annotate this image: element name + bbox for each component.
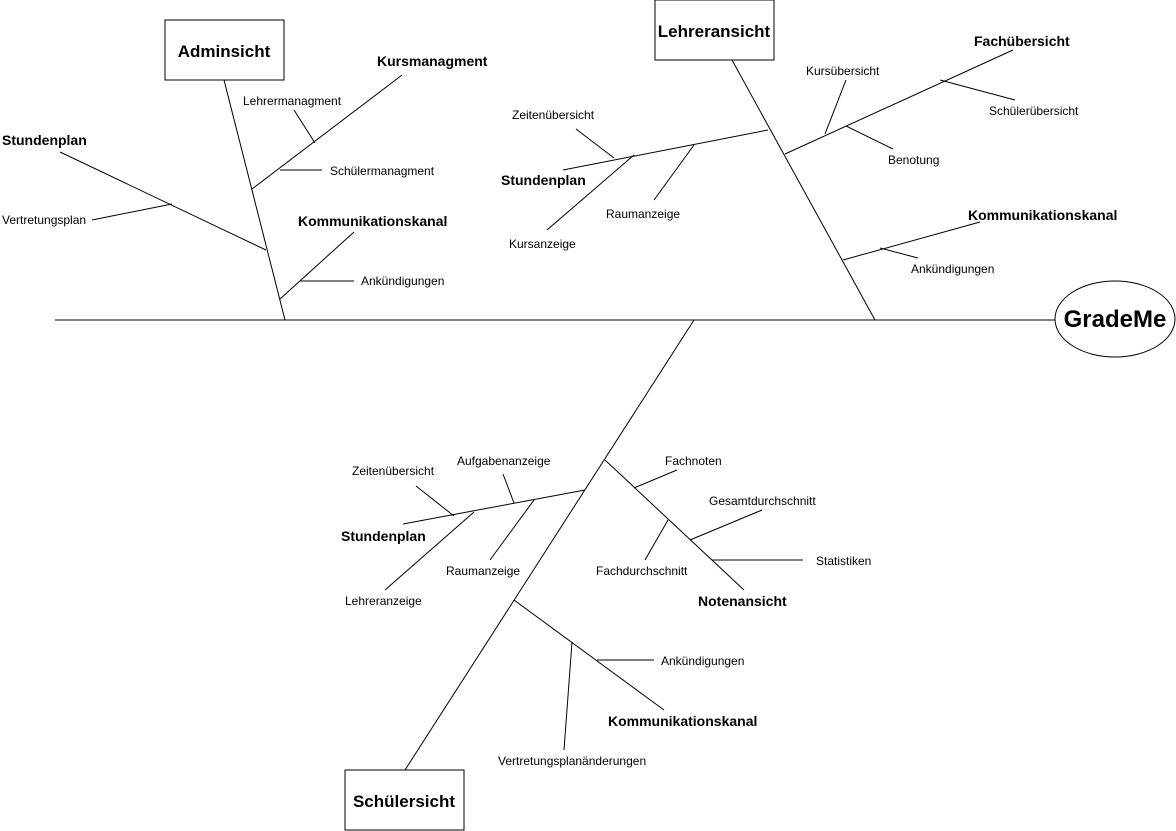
schueler-stundenplan-line [402,489,586,525]
lehrer-ankuendigungen-label: Ankündigungen [911,262,994,276]
admin-schuelermanagment-label: Schülermanagment [330,164,435,178]
lehrer-benotung-label: Benotung [888,153,939,167]
lehrer-stundenplan-line [562,129,769,171]
admin-box [164,19,285,81]
schueler-zeitenuebersicht-line [415,485,455,517]
lehrer-fachuebersicht-line [784,49,1014,155]
lehrer-bone [731,59,876,321]
lehrer-zeitenuebersicht-line [575,128,615,159]
lehrer-kursanzeige-label: Kursanzeige [509,237,576,251]
schueler-title: Schülersicht [353,792,455,811]
admin-kommunikation-line [279,231,355,300]
schueler-aufgabenanzeige-label: Aufgabenanzeige [457,454,551,468]
schueler-notenansicht-line [604,459,745,591]
head-label: GradeMe [1064,306,1167,333]
schueler-statistiken-label: Statistiken [816,554,871,568]
lehrer-kursuebersicht-label: Kursübersicht [806,64,880,78]
schueler-notenansicht-label: Notenansicht [698,593,787,609]
admin-lehrermanagment-label: Lehrermanagment [243,94,342,108]
lehrer-stundenplan-label: Stundenplan [501,172,586,188]
schueler-raumanzeige-label: Raumanzeige [446,564,520,578]
head-ellipse [1054,280,1176,358]
schueler-raumanzeige-line [489,499,535,561]
schueler-box [344,769,465,831]
lehrer-schueleruebersicht-label: Schülerübersicht [989,104,1079,118]
lehrer-kommunikation-line [842,221,981,261]
schueler-lehreranzeige-label: Lehreranzeige [345,594,422,608]
schueler-lehreranzeige-line [384,511,475,591]
lehrer-kursuebersicht-line [824,79,847,135]
schueler-stundenplan-label: Stundenplan [341,528,426,544]
admin-kommunikation-label: Kommunikationskanal [298,213,447,229]
lehrer-zeitenuebersicht-label: Zeitenübersicht [512,108,595,122]
lehrer-ankuendigungen-line [879,247,919,259]
admin-title: Adminsicht [178,42,271,61]
admin-bone [223,79,286,321]
lehrer-raumanzeige-label: Raumanzeige [606,207,680,221]
schueler-gesamtdurchschnitt-line [689,509,763,541]
lehrer-box [654,0,775,61]
admin-ankuendigungen-label: Ankündigungen [361,274,444,288]
schueler-vertretungsplanaenderungen-label: Vertretungsplanänderungen [498,754,646,768]
admin-lehrermanagment-line [293,109,316,144]
lehrer-fachuebersicht-label: Fachübersicht [974,33,1070,49]
schueler-fachnoten-line [633,469,678,489]
admin-kursmanagment-line [251,74,403,190]
lehrer-benotung-line [845,125,894,150]
admin-kursmanagment-label: Kursmanagment [377,53,488,69]
schueler-ankuendigungen-label: Ankündigungen [661,654,744,668]
schueler-fachdurchschnitt-line [644,519,669,561]
schueler-fachnoten-label: Fachnoten [665,454,722,468]
admin-stundenplan-line [59,151,267,251]
schueler-zeitenuebersicht-label: Zeitenübersicht [352,464,435,478]
admin-vertretungsplan-label: Vertretungsplan [2,213,86,227]
admin-stundenplan-label: Stundenplan [2,132,87,148]
lehrer-title: Lehreransicht [658,22,771,41]
lehrer-raumanzeige-line [653,144,695,201]
schueler-fachdurchschnitt-label: Fachdurchschnitt [596,564,688,578]
lehrer-schueleruebersicht-line [939,79,1016,101]
lehrer-kommunikation-label: Kommunikationskanal [968,207,1117,223]
admin-vertretungsplan-line [91,203,173,221]
schueler-kommunikation-line [513,599,665,711]
schueler-gesamtdurchschnitt-label: Gesamtdurchschnitt [709,494,816,508]
schueler-kommunikation-label: Kommunikationskanal [608,713,757,729]
schueler-aufgabenanzeige-line [502,473,515,504]
schueler-bone [404,319,695,771]
schueler-vertretungsplanaenderungen-line [563,641,573,751]
lehrer-kursanzeige-line [546,154,635,231]
